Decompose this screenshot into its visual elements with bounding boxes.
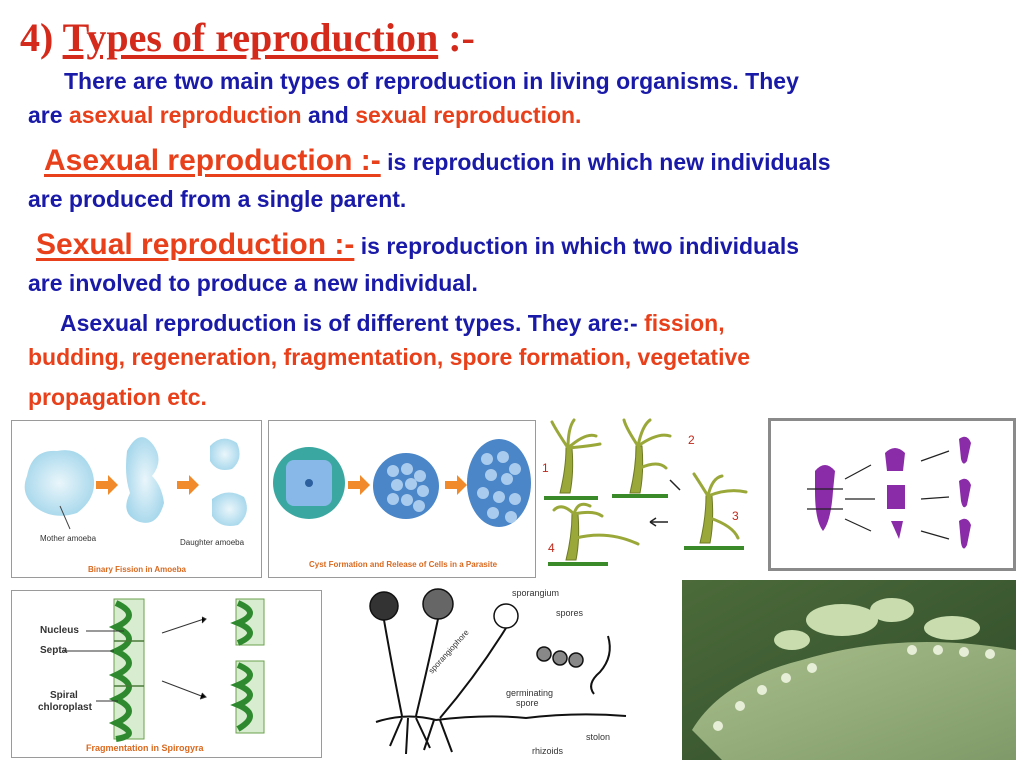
hydra-step-3: 3	[732, 509, 739, 523]
cyst-formation-figure: Cyst Formation and Release of Cells in a…	[268, 420, 536, 578]
cyst-releasing-cells	[467, 439, 531, 527]
asexual-keyword: asexual reproduction	[68, 102, 302, 128]
leaf	[692, 642, 1016, 760]
planaria-head-piece	[885, 448, 905, 471]
amoeba-fission-figure: Mother amoeba Daughter amoeba Binary Fis…	[11, 420, 262, 578]
arrow-icon	[348, 475, 370, 495]
types-line-2: budding, regeneration, fragmentation, sp…	[28, 344, 751, 370]
arrow-icon	[96, 475, 118, 495]
intro-line-2: are asexual reproduction and sexual repr…	[28, 102, 582, 128]
daughter-amoeba-label: Daughter amoeba	[180, 538, 245, 547]
rhizoids-label: rhizoids	[532, 746, 564, 756]
arrow-icon	[445, 475, 467, 495]
septa-label: Septa	[40, 645, 68, 656]
daughter-amoeba	[212, 492, 247, 526]
sporangiophore-label: sporangiophore	[427, 628, 471, 676]
asexual-definition-line-2: are produced from a single parent.	[28, 186, 407, 212]
title-number: 4)	[20, 15, 63, 60]
planaria-tail-piece	[891, 521, 903, 539]
sporangium-label: sporangium	[512, 588, 559, 598]
hydra-step-2: 2	[688, 433, 695, 447]
spirogyra-caption: Fragmentation in Spirogyra	[86, 743, 205, 753]
bryophyllum-leaf-photo	[682, 580, 1016, 760]
asexual-term: Asexual reproduction :-	[44, 144, 381, 177]
chloroplast-label: chloroplast	[38, 702, 93, 713]
spores-label: spores	[556, 608, 584, 618]
rhizopus-spore-figure: sporangium spores sporangiophore germina…	[346, 586, 636, 762]
cyst-caption: Cyst Formation and Release of Cells in a…	[309, 560, 498, 569]
spiral-label: Spiral	[50, 690, 78, 701]
hydra-step-4: 4	[548, 541, 555, 555]
germinating-label: germinating	[506, 688, 553, 698]
nucleus-label: Nucleus	[40, 625, 79, 636]
mother-amoeba	[24, 450, 95, 516]
slide-title: 4) Types of reproduction :-	[20, 14, 475, 61]
daughter-amoeba	[210, 438, 240, 470]
germinating-spore-label: spore	[516, 698, 539, 708]
arrow-icon	[177, 475, 199, 495]
sexual-keyword: sexual reproduction.	[355, 102, 582, 128]
sexual-definition-line-2: are involved to produce a new individual…	[28, 270, 478, 296]
intro-line-1: There are two main types of reproduction…	[64, 68, 799, 94]
hydra-budding-figure: 2 1 3 4	[538, 418, 756, 578]
title-suffix: :-	[438, 15, 475, 60]
sexual-definition-line-1: Sexual reproduction :- is reproduction i…	[36, 228, 800, 261]
types-line-3: propagation etc.	[28, 384, 207, 410]
planaria-regeneration-figure	[768, 418, 1016, 571]
asexual-definition-line-1: Asexual reproduction :- is reproduction …	[44, 144, 831, 177]
planaria-whole	[815, 465, 835, 531]
sexual-term: Sexual reproduction :-	[36, 228, 355, 261]
hydra-step-1: 1	[542, 461, 549, 475]
dividing-amoeba	[126, 437, 164, 523]
spirogyra-fragmentation-figure: Nucleus Septa Spiral chloroplast Fragmen…	[11, 590, 322, 758]
mother-amoeba-label: Mother amoeba	[40, 534, 97, 543]
title-text: Types of reproduction	[62, 15, 439, 60]
amoeba-caption: Binary Fission in Amoeba	[88, 565, 186, 574]
types-line-1: Asexual reproduction is of different typ…	[60, 310, 725, 336]
planaria-middle-piece	[887, 485, 905, 509]
stolon-label: stolon	[586, 732, 610, 742]
